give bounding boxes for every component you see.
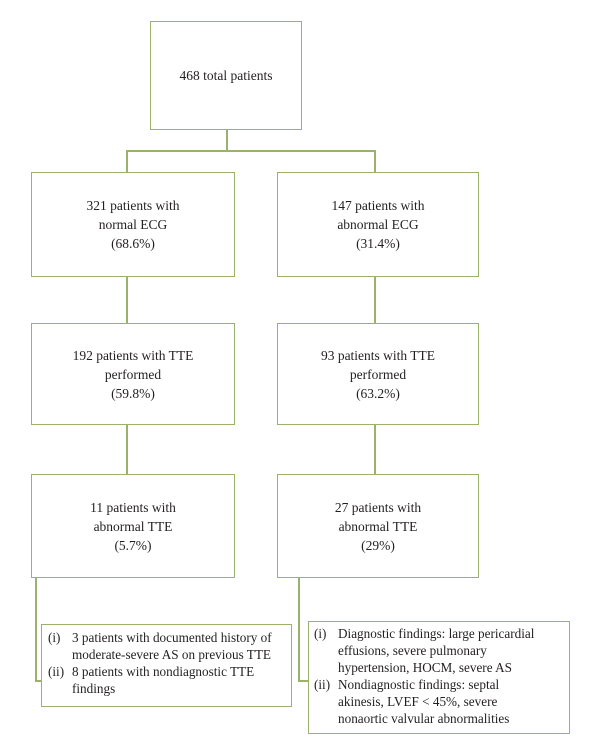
normal-abnormal-tte-line-2: abnormal TTE bbox=[93, 518, 173, 534]
connector-right-notes-horizontal bbox=[298, 680, 308, 682]
left-note-2: (ii) 8 patients with nondiagnostic TTE f… bbox=[48, 663, 291, 697]
abnormal-tte-performed-percent: (63.2%) bbox=[356, 385, 400, 401]
abnormal-ecg-tte-performed-box: 93 patients with TTE performed (63.2%) bbox=[277, 323, 479, 425]
left-note-2-number: (ii) bbox=[48, 664, 65, 679]
abnormal-ecg-box: 147 patients with abnormal ECG (31.4%) bbox=[277, 172, 479, 277]
abnormal-ecg-line-2: abnormal ECG bbox=[337, 217, 419, 232]
right-note-2-line-3: nonaortic valvular abnormalities bbox=[338, 711, 510, 726]
connector-abnormal-tte-abnormal bbox=[374, 425, 376, 474]
left-notes-box: (i) 3 patients with documented history o… bbox=[41, 624, 292, 707]
normal-ecg-line-1: 321 patients with bbox=[86, 198, 180, 213]
connector-normal-tte-abnormal bbox=[126, 425, 128, 474]
connector-left-notes-horizontal bbox=[35, 680, 41, 682]
normal-ecg-abnormal-tte-box: 11 patients with abnormal TTE (5.7%) bbox=[31, 474, 235, 578]
abnormal-ecg-abnormal-tte-box: 27 patients with abnormal TTE (29%) bbox=[277, 474, 479, 578]
left-note-1-number: (i) bbox=[48, 630, 61, 645]
left-note-1-line-1: 3 patients with documented history of bbox=[72, 630, 272, 645]
connector-to-normal-ecg bbox=[126, 150, 128, 172]
right-note-2-number: (ii) bbox=[314, 677, 331, 692]
abnormal-abnormal-tte-line-1: 27 patients with bbox=[334, 499, 422, 515]
right-note-1-number: (i) bbox=[314, 626, 327, 641]
connector-normal-ecg-tte bbox=[126, 277, 128, 323]
normal-abnormal-tte-percent: (5.7%) bbox=[114, 537, 152, 553]
left-note-2-line-1: 8 patients with nondiagnostic TTE bbox=[72, 664, 255, 679]
connector-abnormal-ecg-tte bbox=[374, 277, 376, 323]
left-note-1: (i) 3 patients with documented history o… bbox=[48, 629, 291, 663]
connector-left-notes-vertical bbox=[35, 578, 37, 681]
abnormal-abnormal-tte-line-2: abnormal TTE bbox=[338, 518, 418, 534]
connector-split bbox=[127, 150, 375, 152]
abnormal-ecg-percent: (31.4%) bbox=[356, 236, 400, 251]
right-note-1-line-2: effusions, severe pulmonary bbox=[338, 643, 487, 658]
right-note-2: (ii) Nondiagnostic findings: septal akin… bbox=[314, 676, 569, 727]
normal-ecg-box: 321 patients with normal ECG (68.6%) bbox=[31, 172, 235, 277]
normal-ecg-line-2: normal ECG bbox=[98, 217, 168, 232]
right-note-2-line-2: akinesis, LVEF < 45%, severe bbox=[338, 694, 498, 709]
total-patients-label: 468 total patients bbox=[179, 68, 273, 83]
left-note-2-line-2: findings bbox=[72, 681, 116, 696]
normal-ecg-percent: (68.6%) bbox=[111, 236, 155, 251]
abnormal-tte-performed-line-1: 93 patients with TTE bbox=[320, 347, 436, 363]
normal-tte-performed-line-1: 192 patients with TTE bbox=[72, 347, 194, 363]
left-note-1-line-2: moderate-severe AS on previous TTE bbox=[72, 647, 271, 662]
connector-right-notes-vertical bbox=[298, 578, 300, 681]
right-note-1-line-3: hypertension, HOCM, severe AS bbox=[338, 660, 512, 675]
connector-total-down bbox=[226, 130, 228, 151]
right-note-2-line-1: Nondiagnostic findings: septal bbox=[338, 677, 500, 692]
abnormal-abnormal-tte-percent: (29%) bbox=[361, 537, 395, 553]
normal-ecg-tte-performed-box: 192 patients with TTE performed (59.8%) bbox=[31, 323, 235, 425]
normal-tte-performed-percent: (59.8%) bbox=[111, 385, 155, 401]
right-note-1-line-1: Diagnostic findings: large pericardial bbox=[338, 626, 535, 641]
abnormal-ecg-line-1: 147 patients with bbox=[331, 198, 425, 213]
total-patients-box: 468 total patients bbox=[150, 21, 302, 130]
normal-abnormal-tte-line-1: 11 patients with bbox=[90, 499, 176, 515]
connector-to-abnormal-ecg bbox=[374, 150, 376, 172]
right-note-1: (i) Diagnostic findings: large pericardi… bbox=[314, 625, 569, 676]
abnormal-tte-performed-line-2: performed bbox=[349, 366, 407, 382]
normal-tte-performed-line-2: performed bbox=[104, 366, 162, 382]
right-notes-box: (i) Diagnostic findings: large pericardi… bbox=[308, 621, 570, 734]
